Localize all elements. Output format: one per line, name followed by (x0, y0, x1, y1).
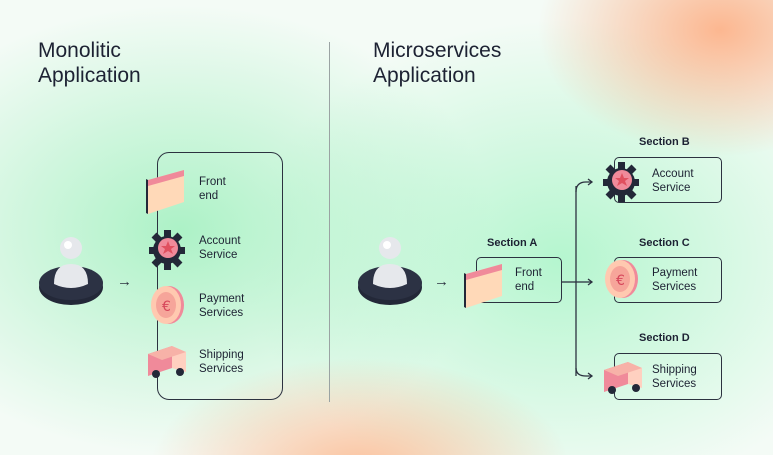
coin-icon: € (151, 286, 184, 324)
truck-icon (604, 362, 642, 394)
monolithic-title-line2: Application (38, 64, 141, 87)
frontend-window-icon (146, 170, 184, 214)
monolith-container (157, 152, 283, 400)
user-icon (358, 237, 422, 305)
truck-icon (148, 346, 186, 378)
center-divider (329, 42, 330, 402)
section-d-title: Section D (639, 332, 690, 344)
section-b-title: Section B (639, 136, 690, 148)
coin-icon: € (605, 260, 638, 298)
gear-icon (603, 162, 639, 202)
gear-icon (149, 230, 185, 270)
user-icon (39, 237, 103, 305)
microservices-title: Microservices Application (373, 38, 501, 88)
microservices-title-line1: Microservices (373, 39, 502, 62)
frontend-window-icon (464, 264, 502, 308)
microservices-title-line2: Application (373, 64, 476, 87)
section-a-title: Section A (487, 237, 538, 249)
monolithic-title: Monolitic Application (38, 38, 141, 88)
user-to-app-arrow: → (117, 273, 132, 290)
svg-text:€: € (616, 273, 625, 289)
svg-text:€: € (162, 299, 171, 315)
section-c-title: Section C (639, 237, 690, 249)
user-to-frontend-arrow: → (434, 273, 449, 290)
monolithic-title-line1: Monolitic (38, 39, 121, 62)
